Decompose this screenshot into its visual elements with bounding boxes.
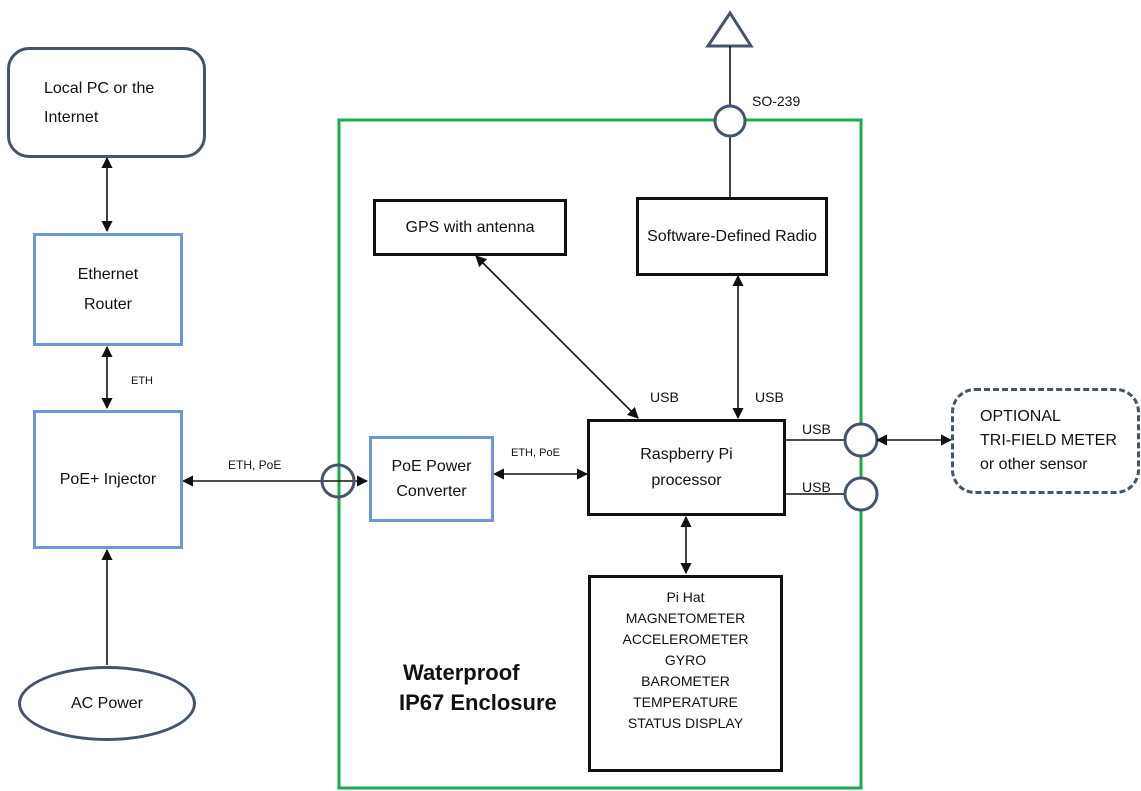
optional-line: TRI-FIELD METER [980,432,1117,449]
poe-power-converter-node: PoE Power Converter [369,436,494,522]
raspberry-pi-label: Raspberry Pi processor [640,445,733,489]
poe-power-converter-label: PoE Power Converter [391,458,472,500]
usb-sdr-label: USB [755,389,784,405]
antenna-icon [705,10,754,48]
poe-injector-label: PoE+ Injector [59,470,157,488]
pi-hat-line: STATUS DISPLAY [627,715,744,731]
gps-label: GPS with antenna [405,218,535,236]
ethernet-router-label: Ethernet Router [77,265,139,313]
arrow-gps-rpi [475,255,639,419]
local-pc-label: Local PC or the Internet [44,79,155,126]
optional-line: or other sensor [980,456,1088,473]
pi-hat-line: Pi Hat [666,589,705,605]
poe-port-connector-icon [320,463,356,499]
ac-power-label: AC Power [70,694,144,712]
raspberry-pi-node: Raspberry Pi processor [587,419,786,516]
enclosure-title-line1: Waterproof [403,660,520,685]
so239-label: SO-239 [752,93,801,109]
local-pc-node: Local PC or the Internet [7,47,206,158]
sdr-label: Software-Defined Radio [647,227,817,245]
eth-label: ETH [131,375,153,387]
pi-hat-line: MAGNETOMETER [625,610,746,626]
pi-hat-line: TEMPERATURE [633,694,738,710]
poe-injector-node: PoE+ Injector [33,410,183,549]
usb-port1-connector-icon [843,422,879,458]
pi-hat-line: BAROMETER [641,673,730,689]
sdr-node: Software-Defined Radio [636,197,828,276]
enclosure-title: Waterproof IP67 Enclosure [399,658,557,718]
enclosure-title-line2: IP67 Enclosure [399,690,557,715]
so239-connector-icon [713,104,747,138]
optional-line: OPTIONAL [980,408,1061,425]
usb-port2-label: USB [802,479,831,495]
gps-node: GPS with antenna [373,199,567,256]
pi-hat-line: GYRO [664,652,707,668]
pi-hat-node: Pi Hat MAGNETOMETER ACCELEROMETER GYRO B… [588,575,783,772]
optional-sensor-node: OPTIONAL TRI-FIELD METER or other sensor [951,388,1140,494]
usb-gps-label: USB [650,389,679,405]
eth-poe-label-left: ETH, PoE [228,458,282,472]
usb-port1-label: USB [802,421,831,437]
ethernet-router-node: Ethernet Router [33,233,183,346]
ac-power-node: AC Power [18,666,196,741]
usb-port2-connector-icon [843,476,879,512]
eth-poe-label-inner: ETH, PoE [511,447,560,459]
pi-hat-line: ACCELEROMETER [622,631,749,647]
